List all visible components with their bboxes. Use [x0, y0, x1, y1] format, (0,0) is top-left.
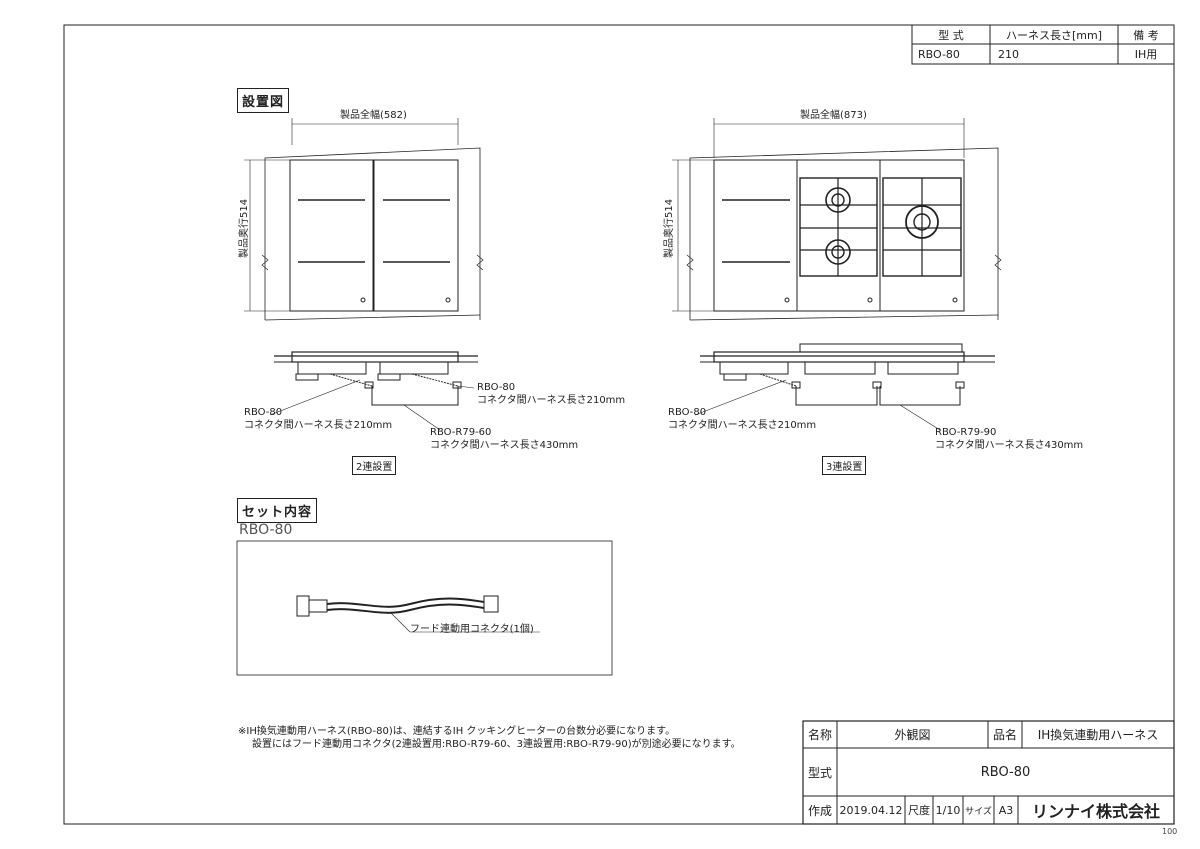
set-contents-model: RBO-80 — [239, 522, 293, 538]
installation-title: 設置図 — [237, 88, 290, 113]
spec-header-model: 型 式 — [938, 28, 964, 42]
two-unit-harness-left-model: RBO-80 — [244, 407, 283, 418]
tb-company: リンナイ株式会社 — [1031, 802, 1160, 821]
two-unit-connector-model: RBO-R79-60 — [430, 427, 492, 438]
spec-header-length: ハーネス長さ[mm] — [1005, 28, 1102, 42]
tb-size-value: A3 — [998, 803, 1014, 817]
two-unit-width-label: 製品全幅(582) — [340, 110, 407, 121]
three-unit-plan — [672, 118, 1002, 321]
drawing-border — [63, 24, 1175, 825]
spec-header-note: 備 考 — [1133, 28, 1159, 42]
two-unit-harness-right-model: RBO-80 — [477, 382, 516, 393]
two-unit-depth-label: 製品奥行514 — [239, 198, 250, 258]
title-block-lines — [802, 720, 1175, 825]
tb-scale-label: 尺度 — [908, 804, 930, 817]
set-contents-title: セット内容 — [237, 498, 318, 523]
three-unit-section — [694, 343, 995, 431]
note-line-1: ※IH換気連動用ハーネス(RBO-80)は、連結するIH クッキングヒーターの台… — [238, 726, 676, 737]
three-unit-harness-left-model: RBO-80 — [668, 407, 707, 418]
tb-name-value: 外観図 — [894, 728, 931, 742]
tb-product-label: 品名 — [992, 728, 1017, 742]
three-unit-connector-note: コネクタ間ハーネス長さ430mm — [935, 440, 1084, 451]
page-number: 100 — [1162, 827, 1178, 836]
two-unit-caption: 2連設置 — [352, 456, 397, 475]
set-contents-frame — [236, 540, 613, 676]
three-unit-harness-left-note: コネクタ間ハーネス長さ210mm — [668, 420, 817, 431]
two-unit-plan — [244, 118, 484, 321]
tb-size-label: サイズ — [965, 806, 992, 817]
tb-name-label: 名称 — [807, 728, 832, 742]
tb-created-label: 作成 — [807, 803, 832, 818]
two-unit-harness-right-note: コネクタ間ハーネス長さ210mm — [477, 395, 626, 406]
two-unit-section — [269, 351, 478, 431]
three-unit-depth-label: 製品奥行514 — [664, 198, 675, 258]
three-unit-width-label: 製品全幅(873) — [800, 110, 867, 121]
spec-row-note: IH用 — [1134, 48, 1158, 61]
spec-table-lines — [911, 24, 1175, 65]
spec-row-length: 210 — [998, 47, 1019, 61]
set-contents-part-label: フード連動用コネクタ(1個) — [410, 624, 534, 635]
note-line-2: 設置にはフード連動用コネクタ(2連設置用:RBO-R79-60、3連設置用:RB… — [252, 739, 741, 750]
three-unit-caption: 3連設置 — [822, 456, 867, 475]
tb-created-value: 2019.04.12 — [839, 803, 903, 817]
tb-scale-value: 1/10 — [935, 803, 961, 817]
harness-illustration — [296, 595, 540, 633]
tb-model-label: 型式 — [807, 765, 832, 780]
three-unit-connector-model: RBO-R79-90 — [935, 427, 997, 438]
two-unit-connector-note: コネクタ間ハーネス長さ430mm — [430, 440, 579, 451]
two-unit-harness-left-note: コネクタ間ハーネス長さ210mm — [244, 420, 393, 431]
spec-row-model: RBO-80 — [918, 47, 960, 61]
tb-product-value: IH換気連動用ハーネス — [1037, 728, 1159, 742]
tb-model-value: RBO-80 — [980, 764, 1031, 780]
